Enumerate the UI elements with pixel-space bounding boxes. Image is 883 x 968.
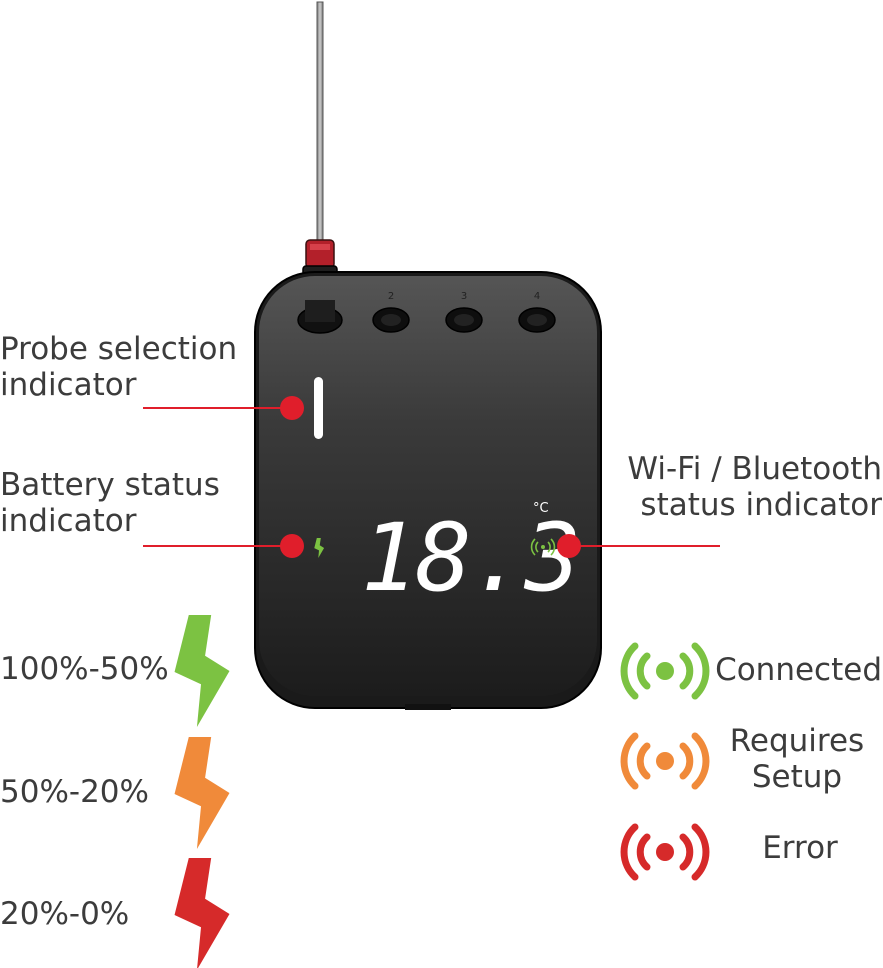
temperature-reading: 18.3 [361,504,579,613]
callout-probe-selection [143,396,304,420]
probe-port-4 [518,307,556,333]
battery-level-medium-label: 50%-20% [0,774,149,810]
lightning-bolt-icon [174,858,230,968]
probe-port-3 [445,307,483,333]
thermometer-device [254,271,602,710]
battery-level-low-label: 20%-0% [0,896,130,932]
connection-requires-setup-label: Requires Setup [729,723,865,795]
temperature-probe [302,1,338,313]
device-signal-icon [530,538,556,556]
signal-icon [620,732,710,790]
probe-port-2 [372,307,410,333]
lightning-bolt-icon [174,737,230,849]
port-number-4: 4 [534,291,540,302]
signal-icon [620,642,710,700]
lightning-bolt-icon [174,615,230,727]
probe-port-1 [297,300,343,334]
battery-level-high-label: 100%-50% [0,651,169,687]
port-number-2: 2 [388,291,394,302]
port-number-3: 3 [461,291,467,302]
wifi-bluetooth-label: Wi-Fi / Bluetooth status indicator [627,451,882,523]
probe-selection-label: Probe selection indicator [0,331,238,403]
probe-selection-bar [314,377,323,439]
connection-error-label: Error [762,830,838,866]
callout-wifi-bluetooth [557,534,720,558]
signal-icon [620,823,710,881]
connection-connected-label: Connected [715,652,882,688]
callout-battery-status [143,534,304,558]
temperature-unit: °C [533,501,549,516]
battery-status-label: Battery status indicator [0,467,220,539]
